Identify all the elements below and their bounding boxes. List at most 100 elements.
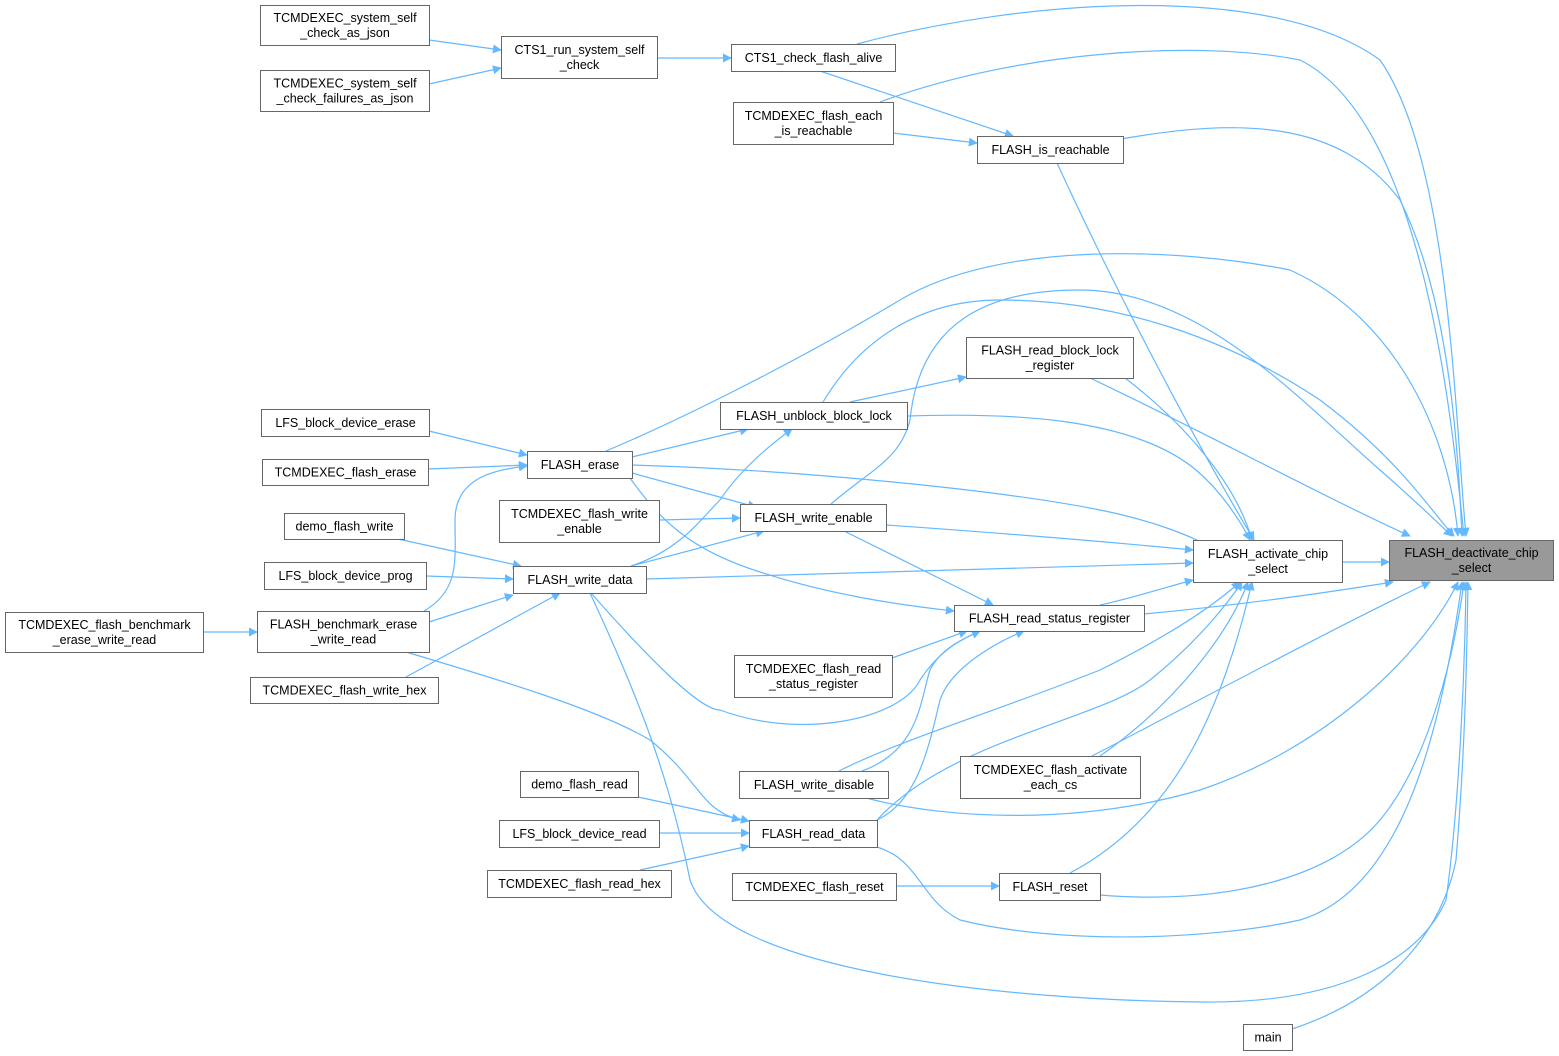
node-rdata[interactable]: FLASH_read_data (749, 820, 878, 848)
node-tc-wen[interactable]: TCMDEXEC_flash_write_enable (499, 500, 660, 543)
node-lfs-read[interactable]: LFS_block_device_read (499, 820, 660, 848)
node-tc-json[interactable]: TCMDEXEC_system_self_check_as_json (260, 5, 430, 46)
node-label-line: LFS_block_device_read (512, 827, 646, 841)
edge-tc-each-reach-to-deact (879, 49, 1468, 537)
node-label-line: _status_register (768, 677, 858, 691)
node-label-line: FLASH_read_data (762, 827, 866, 841)
node-tc-fail[interactable]: TCMDEXEC_system_self_check_failures_as_j… (260, 70, 430, 112)
edge-rsr-to-act (1099, 577, 1194, 606)
node-box (734, 655, 893, 698)
node-box (501, 36, 658, 79)
node-box (260, 70, 430, 112)
edge-wdata-to-wen (630, 528, 765, 567)
node-tc-act-each[interactable]: TCMDEXEC_flash_activate_each_cs (960, 756, 1141, 799)
edge-wdata-to-deact (589, 581, 1471, 1003)
node-label-line: TCMDEXEC_flash_reset (745, 880, 884, 894)
node-label-line: _register (1025, 359, 1075, 373)
node-label-line: FLASH_write_enable (754, 511, 872, 525)
node-box (527, 451, 633, 479)
node-act[interactable]: FLASH_activate_chip_select (1193, 540, 1343, 583)
node-isreach[interactable]: FLASH_is_reachable (977, 136, 1124, 164)
edge-isreach-to-act (1056, 162, 1255, 541)
edge-tc-act-each-to-act (1099, 581, 1250, 757)
edge-tc-whex-to-wdata (405, 592, 561, 678)
node-bench[interactable]: FLASH_benchmark_erase_write_read (257, 611, 430, 653)
node-label-line: TCMDEXEC_flash_write_hex (263, 684, 428, 698)
node-label-line: _enable (556, 522, 602, 536)
edge-tc-erase-to-erase (427, 460, 528, 470)
node-label-line: FLASH_deactivate_chip (1404, 546, 1538, 560)
node-box (262, 459, 429, 486)
node-tc-whex[interactable]: TCMDEXEC_flash_write_hex (250, 677, 439, 704)
node-unblock[interactable]: FLASH_unblock_block_lock (720, 402, 908, 430)
node-tc-rsr[interactable]: TCMDEXEC_flash_read_status_register (734, 655, 893, 698)
edge-erase-to-rsr (629, 477, 955, 615)
node-tc-bench[interactable]: TCMDEXEC_flash_benchmark_erase_write_rea… (5, 612, 204, 653)
node-lfs-erase[interactable]: LFS_block_device_erase (261, 409, 430, 437)
node-cts-run[interactable]: CTS1_run_system_self_check (501, 36, 658, 79)
node-label-line: FLASH_activate_chip (1208, 547, 1328, 561)
edge-erase-to-wen (631, 472, 757, 510)
node-demo-write[interactable]: demo_flash_write (284, 513, 405, 540)
edge-rdata-to-rsr (876, 629, 1025, 821)
node-box (977, 136, 1124, 164)
edge-wen-to-rsr (843, 530, 994, 606)
edge-erase-to-deact (605, 253, 1462, 537)
node-box (250, 677, 439, 704)
node-wdata[interactable]: FLASH_write_data (513, 566, 647, 594)
node-box (520, 771, 639, 798)
node-box (960, 756, 1141, 799)
node-cts-alive[interactable]: CTS1_check_flash_alive (731, 44, 896, 72)
node-label-line: TCMDEXEC_flash_read (746, 662, 882, 676)
node-rsr[interactable]: FLASH_read_status_register (954, 605, 1145, 632)
edge-unblock-to-deact (822, 299, 1455, 537)
node-box (739, 771, 889, 799)
node-label-line: TCMDEXEC_flash_each (745, 109, 883, 123)
node-label-line: TCMDEXEC_flash_write (511, 507, 648, 521)
node-box (487, 870, 672, 898)
node-tc-reset[interactable]: TCMDEXEC_flash_reset (732, 873, 897, 901)
edge-demo-write-to-wdata (397, 538, 522, 569)
edge-bench-to-rdata (405, 651, 741, 823)
node-label-line: LFS_block_device_prog (278, 569, 412, 583)
node-label-line: _check_as_json (299, 26, 390, 40)
edge-tc-rhex-to-rdata (639, 843, 750, 871)
node-box (740, 504, 887, 532)
node-label-line: FLASH_is_reachable (991, 143, 1109, 157)
node-reset[interactable]: FLASH_reset (999, 873, 1101, 901)
node-wdis[interactable]: FLASH_write_disable (739, 771, 889, 799)
node-label-line: demo_flash_read (531, 778, 628, 792)
node-label-line: LFS_block_device_erase (275, 416, 415, 430)
edge-tc-wen-to-wen (658, 513, 741, 523)
edge-bench-to-wdata (428, 593, 514, 623)
node-erase[interactable]: FLASH_erase (527, 451, 633, 479)
node-deact[interactable]: FLASH_deactivate_chip_select (1389, 540, 1554, 581)
edge-tc-json-to-cts-run (428, 39, 502, 54)
node-label-line: _write_read (310, 633, 376, 647)
node-box (1193, 540, 1343, 583)
edge-cts-alive-to-isreach (819, 70, 1014, 138)
node-tc-rhex[interactable]: TCMDEXEC_flash_read_hex (487, 870, 672, 898)
nodes-layer: FLASH_deactivate_chip_select FLASH_activa… (5, 5, 1554, 1051)
node-tc-each-reach[interactable]: TCMDEXEC_flash_each_is_reachable (733, 102, 894, 145)
edge-main-to-deact (1291, 581, 1473, 1030)
node-box (257, 611, 430, 653)
node-wen[interactable]: FLASH_write_enable (740, 504, 887, 532)
node-label-line: FLASH_erase (541, 458, 620, 472)
node-lfs-prog[interactable]: LFS_block_device_prog (264, 562, 427, 590)
edge-wdis-to-act (838, 581, 1241, 772)
node-demo-read[interactable]: demo_flash_read (520, 771, 639, 798)
edge-erase-to-unblock (631, 426, 749, 458)
edge-unblock-to-act (906, 414, 1251, 541)
edge-wen-to-deact (830, 289, 1453, 537)
node-box (999, 873, 1101, 901)
edge-rdata-to-deact (876, 581, 1466, 938)
edge-lfs-prog-to-wdata (425, 574, 514, 584)
node-tc-erase[interactable]: TCMDEXEC_flash_erase (262, 459, 429, 486)
edge-tc-rsr-to-rsr (891, 629, 968, 659)
node-box (499, 820, 660, 848)
node-rbl[interactable]: FLASH_read_block_lock_register (966, 337, 1134, 379)
node-main[interactable]: main (1243, 1024, 1293, 1051)
node-label-line: FLASH_read_status_register (969, 612, 1130, 626)
